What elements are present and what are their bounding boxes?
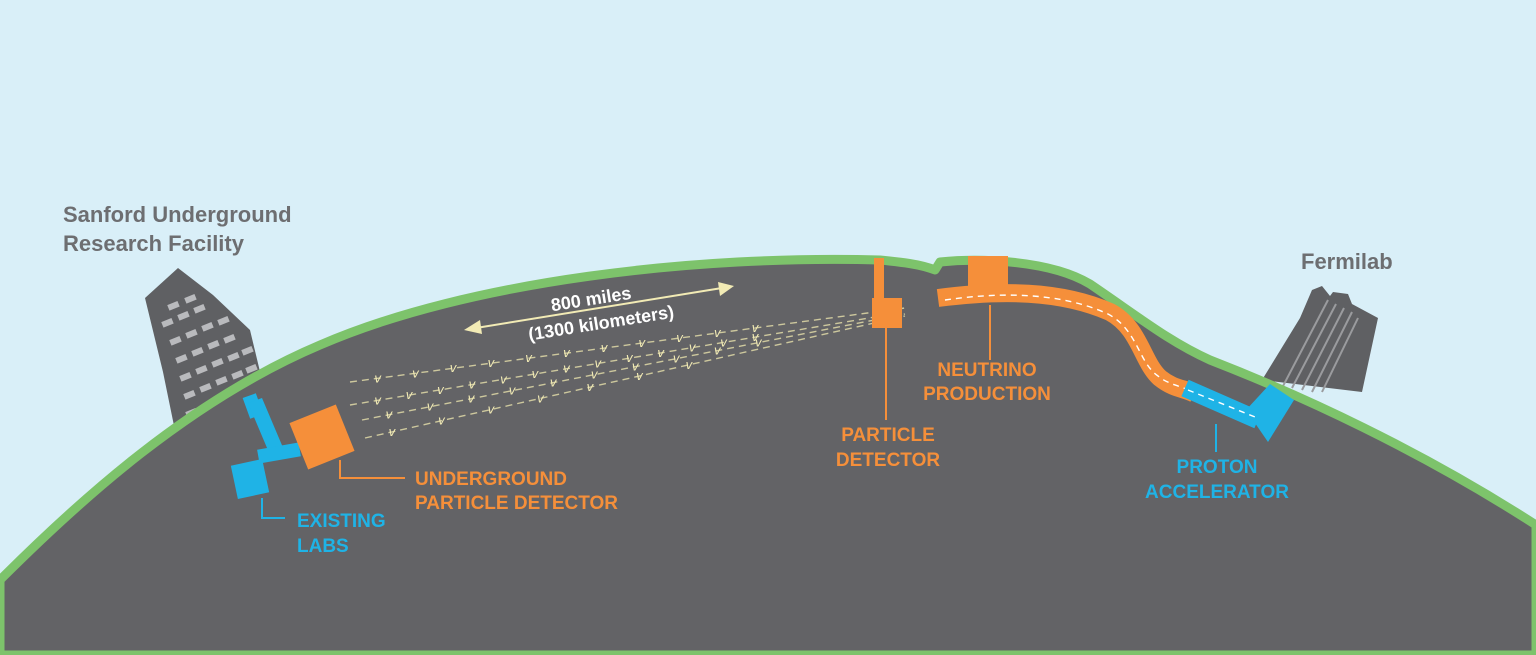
neutrino-symbol: v	[500, 372, 508, 386]
particle-detector-label-line1: PARTICLE	[841, 425, 935, 446]
neutrino-symbol: v	[720, 335, 728, 349]
neutrino-symbol: v	[406, 388, 414, 402]
neutrino-symbol: v	[563, 362, 571, 376]
neutrino-symbol: v	[685, 358, 693, 372]
building-window	[179, 371, 192, 382]
proton-accelerator-shape	[1181, 379, 1294, 442]
neutrino-symbol: v	[563, 346, 571, 360]
building-window	[211, 357, 224, 368]
building-window	[175, 353, 188, 364]
neutrino-symbol: v	[586, 380, 594, 394]
building-window	[184, 293, 197, 304]
building-window	[193, 303, 206, 314]
building-window	[217, 315, 230, 326]
building-window	[185, 328, 198, 339]
neutrino-symbol: v	[487, 356, 495, 370]
neutrino-symbol: v	[386, 408, 394, 422]
neutrino-symbol: v	[626, 351, 634, 365]
sanford-title-line1: Sanford Underground	[63, 202, 292, 227]
neutrino-symbol: v	[632, 360, 640, 374]
neutrino-symbol: v	[468, 392, 476, 406]
neutrino-symbol: v	[412, 366, 420, 380]
building-window	[245, 363, 258, 374]
neutrino-symbol: v	[550, 376, 558, 390]
underground-detector-shape	[289, 404, 355, 470]
neutrino-symbol: v	[374, 371, 382, 385]
building-window	[177, 310, 190, 321]
neutrino-symbol: v	[427, 400, 435, 414]
neutrino-beam	[349, 307, 906, 439]
neutrino-symbol: v	[487, 403, 495, 417]
near-detector-shape	[872, 258, 902, 328]
neutrino-symbol: v	[676, 331, 684, 345]
neutrino-symbol: v	[714, 344, 722, 358]
existing-labs-label-line2: LABS	[297, 536, 349, 557]
distance-arrow	[464, 282, 734, 334]
neutrino-symbol: v	[537, 391, 545, 405]
neutrino-symbol: v	[673, 352, 681, 366]
building-window	[241, 345, 254, 356]
fermilab-title: Fermilab	[1301, 249, 1393, 274]
neutrino-symbol: v	[601, 341, 609, 355]
underground-detector-label-line1: UNDERGROUND	[415, 469, 567, 490]
building-window	[207, 339, 220, 350]
neutrino-symbol: v	[388, 425, 396, 439]
neutrino-symbol: v	[525, 351, 533, 365]
neutrino-symbol: v	[594, 357, 602, 371]
neutrino-symbol: v	[531, 367, 539, 381]
building-window	[231, 369, 244, 380]
neutrino-symbol: v	[752, 330, 760, 344]
neutrino-symbol: v	[636, 369, 644, 383]
neutrino-symbol: v	[450, 361, 458, 375]
fermilab-building-icon	[1262, 286, 1378, 393]
neutrino-production-shape	[936, 256, 1200, 403]
building-window	[201, 321, 214, 332]
building-window	[215, 375, 228, 386]
building-window	[183, 389, 196, 400]
neutrino-symbol: v	[509, 384, 517, 398]
neutrino-symbol: v	[689, 341, 697, 355]
building-window	[227, 351, 240, 362]
existing-labs-label-line1: EXISTING	[297, 511, 386, 532]
neutrino-symbol: v	[752, 321, 760, 335]
building-window	[223, 333, 236, 344]
building-window	[191, 346, 204, 357]
neutrino-symbol: v	[374, 393, 382, 407]
building-window	[161, 317, 174, 328]
building-window	[195, 364, 208, 375]
text-labels: Sanford Underground Research Facility Fe…	[63, 202, 1393, 557]
neutrino-symbol: v	[591, 368, 599, 382]
proton-accelerator-label-line2: ACCELERATOR	[1145, 482, 1289, 503]
neutrino-symbol: v	[638, 336, 646, 350]
neutrino-symbol: v	[469, 378, 477, 392]
existing-labs-shape	[230, 393, 301, 499]
building-window	[199, 382, 212, 393]
leader-lines	[261, 305, 1217, 519]
neutrino-symbol: v	[714, 326, 722, 340]
particle-detector-label-line2: DETECTOR	[836, 450, 940, 471]
neutrino-production-label-line1: NEUTRINO	[937, 360, 1036, 381]
neutrino-symbol: v	[437, 383, 445, 397]
building-window	[167, 300, 180, 311]
neutrino-symbol: v	[657, 346, 665, 360]
neutrino-production-label-line2: PRODUCTION	[923, 384, 1051, 405]
neutrino-symbol: v	[755, 336, 763, 350]
proton-accelerator-label-line1: PROTON	[1177, 457, 1258, 478]
sanford-title-line2: Research Facility	[63, 231, 245, 256]
building-window	[169, 335, 182, 346]
neutrino-symbol: v	[438, 414, 446, 428]
underground-detector-label-line2: PARTICLE DETECTOR	[415, 493, 618, 514]
